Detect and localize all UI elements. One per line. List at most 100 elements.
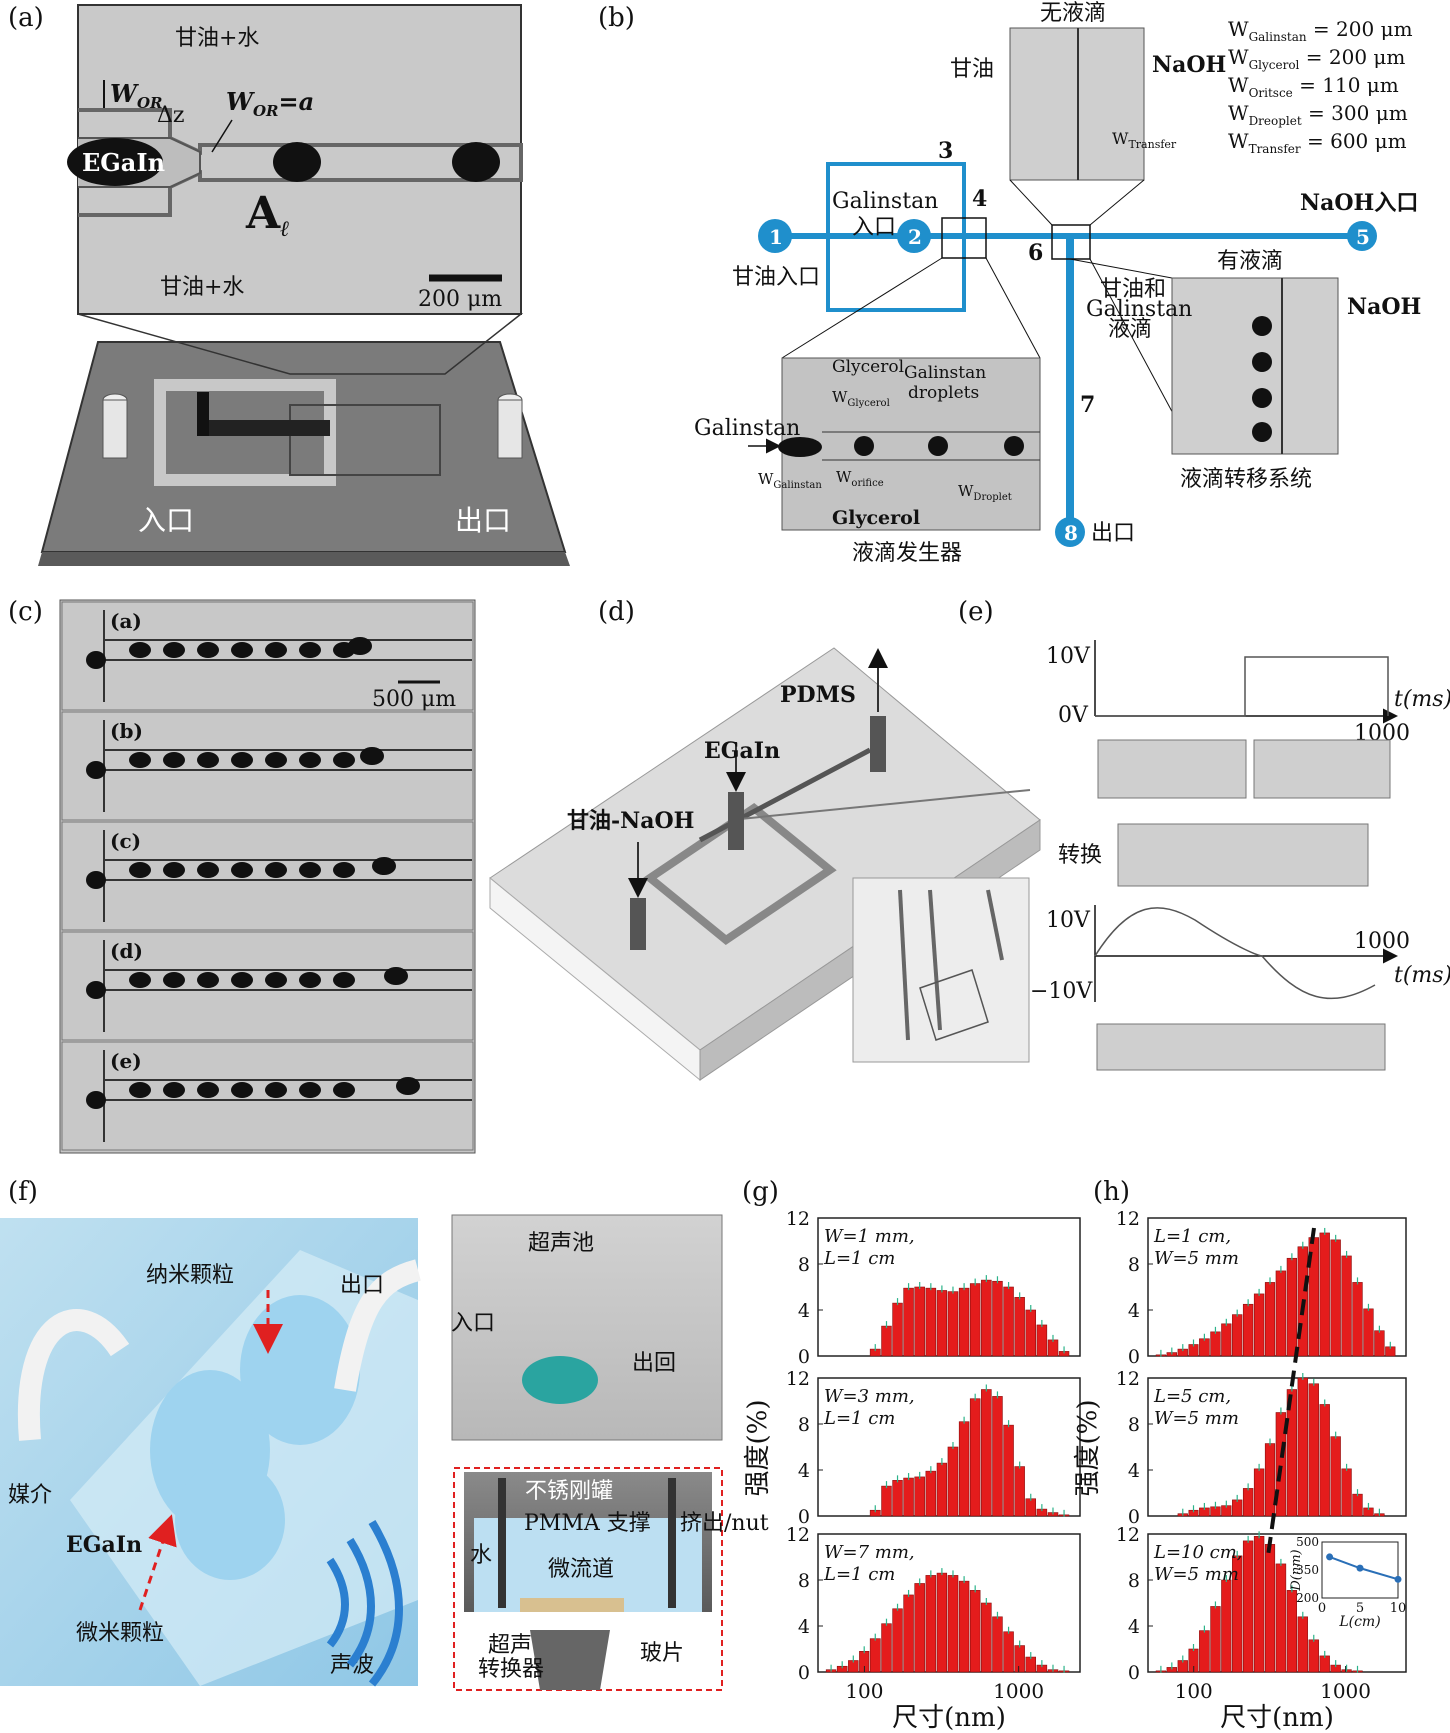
histogram-bar [1253,1468,1265,1517]
glycerol-label-b: 甘油 [950,57,994,82]
droplet-row: (c) [61,821,474,931]
generator-caption: 液滴发生器 [852,541,962,566]
x-tick-label: 100 [845,1679,883,1703]
param-w-transfer: WTransfer = 600 μm [1228,129,1407,156]
histogram-bar [1003,1631,1014,1673]
y-tick-label: 0 [798,1506,810,1528]
svg-text:5: 5 [1356,225,1370,249]
egain-plug [86,1091,106,1109]
scale-label-c: 500 μm [372,687,456,712]
histogram-bar [1210,1606,1221,1673]
mixed-label-3: 液滴 [1108,317,1152,342]
y-tick-label: 12 [1116,1368,1140,1390]
histogram-bar [969,1283,981,1357]
histogram-bar [1319,1655,1330,1673]
y-tick-label: 4 [798,1616,810,1638]
droplet [333,1082,355,1098]
condition-label: W=7 mm, [824,1542,915,1563]
parameter-list: WGalinstan = 200 μm WGlycerol = 200 μm W… [1228,17,1413,156]
condition-label: L=1 cm, [1153,1226,1231,1247]
condition-label: L=5 cm, [1153,1386,1231,1407]
medium-label: 媒介 [8,1483,52,1508]
droplet-row-frame [61,931,474,1041]
droplet-row-label: (d) [110,939,143,963]
droplet-row-label: (a) [110,609,142,633]
condition-label: W=5 mm [1154,1564,1239,1585]
droplet-row: (a) [61,601,474,711]
inset-x-tick: 10 [1390,1601,1407,1616]
droplet [265,1082,287,1098]
inset-x-tick: 0 [1318,1601,1326,1616]
panel-label: (g) [742,1177,779,1207]
gen-glycerol-top: Glycerol [832,357,904,377]
mixed-label-1: 甘油和 [1100,277,1166,302]
param-w-glycerol: WGlycerol = 200 μm [1228,45,1405,72]
histogram-bar [1025,1656,1037,1673]
outlet-label-b: 出口 [1091,521,1135,546]
droplet [360,747,384,765]
galinstan-inlet-2: 入口 [852,215,896,240]
y-tick-label: 8 [1128,1254,1140,1276]
droplet [197,972,219,988]
droplet-row: (d) [61,931,474,1041]
inset-x-label: L(cm) [1338,1614,1380,1630]
droplet [231,752,253,768]
y-tick-label: 0 [798,1346,810,1368]
y-tick-label: 12 [1116,1524,1140,1546]
histogram-bar [881,1623,892,1673]
histogram-bar [1210,1331,1221,1357]
inset-point [1394,1575,1402,1583]
node-7: 7 [1080,392,1095,418]
panel-e-label: (e) [958,597,994,627]
water-label: 水 [470,1543,492,1568]
histogram-bar [969,1398,981,1517]
droplet [299,972,321,988]
droplet [372,857,396,875]
droplet [197,642,219,658]
droplet [299,1082,321,1098]
histogram-bar [1242,1303,1254,1357]
histogram-bar [1003,1424,1014,1517]
y-tick-label: 12 [786,1208,810,1230]
droplet [299,862,321,878]
panel-e: (e) 10V 0V 1000 t(ms) 转换 10V −10V 1000 t… [958,597,1450,1071]
droplet [129,1082,151,1098]
histogram-bar [1232,1499,1243,1517]
e-t-axis: t(ms) [1394,687,1450,712]
gen-w-glycerol: WGlycerol [832,388,890,409]
y-tick-label: 4 [1128,1300,1140,1322]
glycerol-naoh-label: 甘油-NaOH [567,808,694,834]
condition-label: L=10 cm, [1153,1542,1243,1563]
histogram-bar [1014,1466,1025,1517]
histogram-bar [947,1575,959,1673]
histogram-bar [1242,1540,1254,1673]
histogram-bar [903,1477,914,1517]
droplet [265,862,287,878]
extrude-label: 挤出/nut [680,1511,769,1536]
a-mark: Aℓ [245,188,290,242]
y-tick-label: 8 [798,1570,810,1592]
histogram-bar [1025,1309,1037,1357]
histogram-bar [892,1608,903,1673]
x-tick-label: 1000 [1320,1679,1371,1703]
histogram-bar [881,1325,892,1357]
histogram-bar [903,1287,914,1357]
node-6: 6 [1028,240,1043,266]
transducer-label-2: 转换器 [478,1657,544,1682]
histogram-bar [1232,1314,1243,1357]
e-neg10v: −10V [1030,979,1093,1004]
droplet-row-frame [61,1041,474,1151]
histogram-bar [1014,1297,1025,1357]
panel-c: (c) (a)(b)(c)(d)(e) 500 μm [8,597,476,1154]
histogram-bar [1330,1239,1341,1357]
svg-text:2: 2 [908,225,922,249]
naoh-top-label: NaOH [1152,52,1226,78]
panel-b: (b) 无液滴 甘油 NaOH WTransfer WGalinstan = 2… [598,1,1421,566]
droplet [197,752,219,768]
histogram-bar [992,1280,1003,1357]
with-droplet-title: 有液滴 [1217,249,1283,274]
